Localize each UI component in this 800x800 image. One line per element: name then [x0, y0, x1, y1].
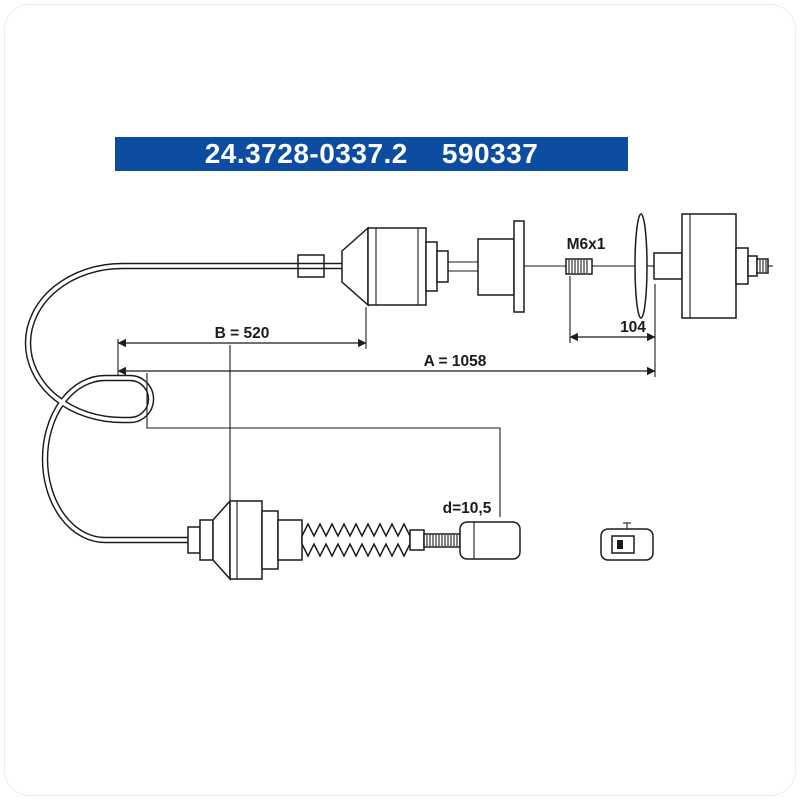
part-number: 24.3728-0337.2: [204, 138, 408, 169]
cable-loop: [24, 262, 344, 544]
clip-window: [611, 535, 635, 554]
dimension-b-label: B = 520: [215, 325, 270, 342]
guide-body: [477, 238, 515, 296]
diagram-labels: B = 520 A = 1058 104 M6x1 d=10,5: [215, 236, 647, 517]
adjuster-body: [367, 227, 427, 306]
leader-line-a: [146, 373, 501, 517]
diaphragm-disc: [634, 213, 648, 319]
dimension-104-label: 104: [620, 319, 646, 336]
clip-body: [600, 528, 654, 561]
sheath-fitting: [187, 526, 201, 554]
end-step: [735, 247, 749, 285]
end-step: [747, 255, 758, 277]
dimension-lines: [117, 276, 656, 517]
diameter-label: d=10,5: [443, 500, 492, 517]
mounting-clip: [600, 522, 654, 561]
upper-cable-end-assembly: [297, 213, 773, 319]
clevis-end: [459, 521, 521, 560]
bellows-boot: [301, 522, 411, 558]
end-cylinder: [681, 213, 737, 319]
thread-size-label: M6x1: [567, 236, 606, 253]
grommet-cone: [341, 226, 369, 307]
guide-flange: [513, 220, 525, 313]
lower-cable-end-assembly: [187, 499, 521, 581]
reference-number: 590337: [441, 138, 539, 169]
spacer-block: [653, 252, 683, 280]
adjuster-disc: [425, 241, 438, 292]
adjuster-step: [261, 510, 279, 570]
mounting-bracket: [297, 254, 325, 278]
clip-latch-mark: [617, 540, 623, 549]
dimension-a-label: A = 1058: [424, 353, 487, 370]
sheath-fitting: [199, 519, 214, 561]
thread-section: [565, 258, 593, 275]
grommet-cone: [212, 499, 231, 581]
cable-sheath-inner: [26, 264, 344, 542]
adjuster-step: [277, 519, 303, 561]
part-number-banner: 24.3728-0337.2 590337: [115, 137, 628, 171]
adjuster-disc: [436, 250, 449, 283]
adjuster-body: [229, 500, 263, 580]
boot-fitting: [409, 529, 425, 551]
cable-sheath-outer: [24, 262, 344, 544]
